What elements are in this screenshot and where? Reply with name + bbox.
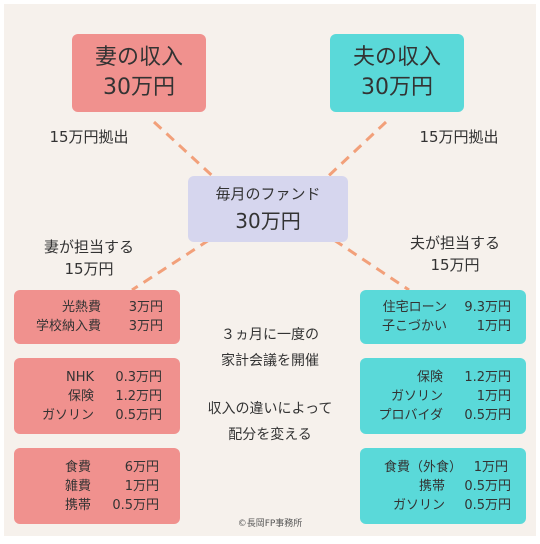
note-line-1: ３ヵ月に一度の	[221, 327, 319, 343]
wife-share-line2: 15万円	[64, 260, 114, 278]
husband-income-box: 夫の収入 30万円	[330, 34, 464, 112]
connector-fund-to-wife	[131, 238, 210, 292]
copyright-text: ©長岡FP事務所	[237, 519, 303, 529]
diagram-canvas: 妻の収入 30万円 夫の収入 30万円 15万円拠出 15万円拠出 毎月のファン…	[4, 4, 536, 536]
wife-contribution-label: 15万円拠出	[49, 128, 129, 146]
wife-share-label: 妻が担当する 15万円	[14, 236, 164, 280]
husband-share-line2: 15万円	[430, 256, 480, 274]
wife-income-title: 妻の収入	[94, 45, 183, 70]
note-line-2: 家計会議を開催	[221, 353, 319, 369]
note-line-4: 配分を変える	[228, 427, 312, 443]
list-item: 食費（外食）1万円	[383, 459, 508, 475]
fund-box: 毎月のファンド 30万円	[188, 176, 348, 242]
fund-amount: 30万円	[235, 209, 301, 233]
connector-wife-to-fund	[152, 120, 221, 184]
connector-husband-to-fund	[320, 120, 388, 184]
husband-contribution-label: 15万円拠出	[419, 128, 499, 146]
husband-share-label: 夫が担当する 15万円	[380, 232, 530, 276]
connector-fund-to-husband	[333, 238, 410, 292]
fund-title: 毎月のファンド	[215, 185, 321, 203]
note-line-3: 収入の違いによって	[207, 401, 333, 417]
husband-income-title: 夫の収入	[352, 45, 441, 70]
husband-share-line1: 夫が担当する	[409, 234, 500, 252]
wife-income-box: 妻の収入 30万円	[72, 34, 206, 112]
husband-income-amount: 30万円	[361, 75, 433, 100]
connector-lines	[131, 120, 410, 292]
center-notes: ３ヵ月に一度の 家計会議を開催 収入の違いによって 配分を変える	[190, 322, 350, 448]
wife-income-amount: 30万円	[103, 75, 175, 100]
wife-share-line1: 妻が担当する	[43, 238, 134, 256]
